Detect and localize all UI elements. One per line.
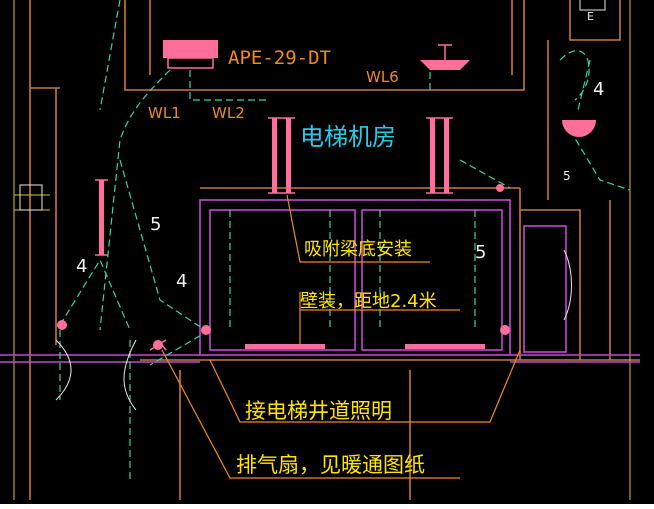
fluorescent-light-1b (286, 118, 291, 193)
door-swing-right (563, 249, 572, 321)
top-box-letter: E (587, 10, 594, 23)
door-symbols (19, 0, 606, 411)
stair-symbol (19, 184, 43, 211)
ceiling-lamp-right (562, 120, 596, 137)
circuit-wl2: WL2 (212, 104, 245, 122)
junction-1 (57, 320, 67, 330)
elevator-car-left (209, 209, 356, 351)
side-shaft (523, 225, 567, 353)
note-exhaust-fan: 排气扇，见暖通图纸 (236, 453, 425, 477)
count-5-left: 5 (150, 214, 161, 235)
wire-right (569, 129, 631, 191)
door-swing-left (55, 339, 72, 401)
wall-lamp-wl6 (420, 60, 470, 70)
band-right (510, 354, 640, 363)
panel-base (167, 57, 214, 69)
junction-3 (500, 325, 510, 335)
wire-top-left (99, 0, 121, 111)
wire-right-arc (559, 50, 590, 101)
note-shaft-light: 接电梯井道照明 (245, 399, 392, 423)
shaft-outlines (0, 199, 640, 363)
note-beam-mount: 吸附梁底安装 (304, 239, 412, 260)
wire-bottom-left (59, 330, 131, 480)
distribution-panel (163, 40, 218, 58)
count-4-mid: 4 (176, 271, 187, 292)
circuit-wl1: WL1 (148, 104, 181, 122)
wire-right-lamp (577, 59, 591, 111)
count-4-left: 4 (76, 256, 87, 277)
wall-light-1 (245, 344, 325, 349)
fan-cross (149, 339, 167, 351)
junction-2 (201, 325, 211, 335)
wire-top-right (459, 159, 511, 189)
wall-top-room (124, 0, 525, 91)
count-4-top-right: 4 (593, 79, 604, 100)
elevator-car-right (361, 209, 503, 351)
fixtures (57, 40, 596, 350)
circuit-wl6: WL6 (366, 68, 399, 86)
junction-4 (496, 184, 504, 192)
room-name: 电梯机房 (300, 123, 396, 151)
leader-wall (299, 292, 460, 345)
fluorescent-light-3 (99, 180, 104, 255)
note-wall-mount: 壁装，距地2.4米 (300, 291, 437, 312)
wire-diagonal-1 (119, 159, 206, 331)
leaders (161, 194, 521, 479)
count-5-right: 5 (475, 242, 486, 263)
walls (29, 0, 640, 500)
elevator-shaft-frame (199, 199, 511, 356)
fluorescent-light-2a (430, 118, 435, 193)
wire-fan (149, 329, 211, 366)
leader-fan (161, 349, 460, 479)
count-5-small: 5 (563, 169, 571, 183)
fluorescent-light-1a (272, 118, 277, 193)
top-box (579, 0, 606, 11)
leader-beam (286, 194, 430, 263)
panel-label: APE-29-DT (228, 47, 331, 69)
wall-top-right-box (569, 0, 621, 41)
light-2-caps (426, 117, 453, 194)
wire-wl2 (189, 70, 270, 101)
light-3-caps (95, 179, 108, 256)
door-swing-mid (123, 339, 137, 411)
wall-light-2 (405, 344, 485, 349)
fluorescent-light-2b (444, 118, 449, 193)
lamp-stem (438, 44, 452, 60)
fixture-outlines (95, 44, 453, 351)
wire-wl1 (99, 69, 171, 331)
wall-right-box (520, 209, 581, 360)
wire-diagonal-2 (59, 258, 131, 331)
light-1-caps (268, 117, 295, 194)
leader-shaft (209, 349, 521, 423)
